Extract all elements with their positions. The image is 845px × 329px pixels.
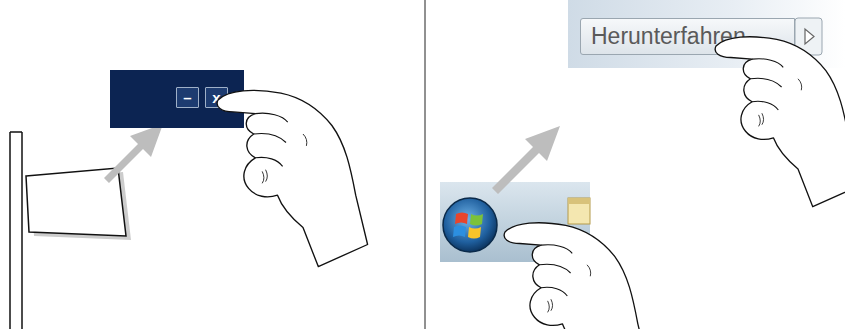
minimize-button: – [176,87,199,108]
triangle-icon [805,29,814,44]
shutdown-button: Herunterfahren [580,18,795,55]
taskbar-icon [568,198,590,204]
windows-logo [453,226,466,238]
close-button: x [205,87,228,108]
device-edge [9,132,11,329]
taskbar [440,182,590,262]
windows-logo [468,227,481,239]
window-titlebar [110,70,244,128]
button-label: x [212,90,220,105]
taskbar-icon [568,198,590,224]
pointing-hand [715,37,845,207]
windows-logo [455,213,468,225]
separator-line [425,0,426,329]
device-edge [21,132,23,329]
menu-arrow-button [795,18,822,55]
direction-arrow [492,126,560,194]
windows-logo [470,214,483,226]
pointing-hand [504,223,649,329]
start-menu [568,0,845,68]
button-label: – [183,90,191,105]
device-edge [10,131,22,133]
start-button [443,198,497,252]
direction-arrow [104,124,163,183]
pointing-hand [217,90,367,266]
button-label: Herunterfahren [591,25,746,48]
